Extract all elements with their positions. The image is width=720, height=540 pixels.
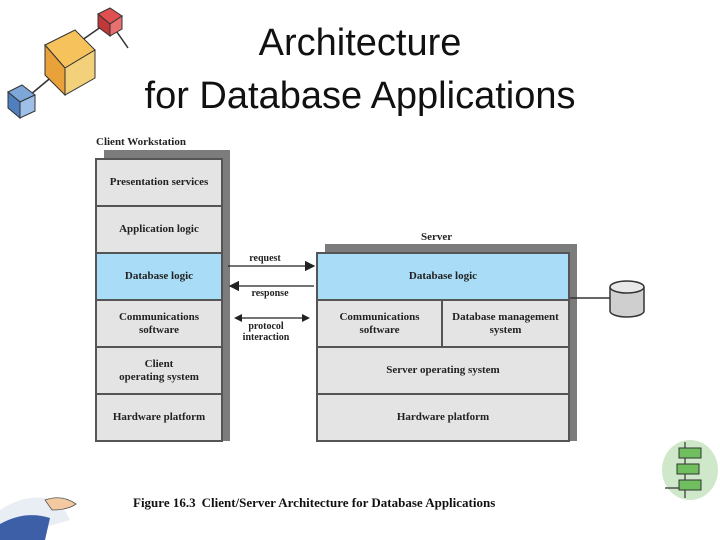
server-dbms: Database management system [443, 301, 568, 348]
client-stack-shadow [221, 150, 230, 441]
server-hardware-platform: Hardware platform [396, 411, 490, 424]
request-label: request [249, 253, 281, 264]
figure-caption-text: Client/Server Architecture for Database … [201, 495, 496, 510]
server-stack-top-shadow [325, 244, 577, 252]
database-cylinder-icon [570, 280, 645, 318]
slide-title-line1: Architecture [258, 22, 462, 64]
client-presentation-services: Presentation services [97, 160, 221, 207]
client-communications-software: Communications software [97, 301, 221, 348]
client-workstation-label: Client Workstation [96, 136, 186, 148]
response-label: response [251, 288, 289, 299]
figure-caption: Figure 16.3 Client/Server Architecture fo… [133, 495, 501, 511]
protocol-interaction-label: protocol interaction [242, 321, 290, 343]
server-operating-system: Server operating system [318, 348, 568, 395]
client-stack: Presentation services Application logic … [95, 158, 223, 442]
client-application-logic: Application logic [97, 207, 221, 254]
client-stack-top-shadow [104, 150, 230, 158]
client-hardware-platform: Hardware platform [112, 411, 206, 424]
figure-number: Figure 16.3 [133, 495, 196, 510]
communication-arrows [228, 260, 316, 322]
flowchart-clipart-icon [662, 440, 718, 500]
client-database-logic: Database logic [97, 254, 221, 301]
client-operating-system: Client operating system [97, 348, 221, 395]
slide-title-line2: for Database Applications [144, 75, 576, 117]
cubes-clipart-icon [7, 7, 129, 120]
server-database-logic: Database logic [318, 254, 568, 301]
server-stack-shadow [568, 244, 577, 441]
server-label: Server [421, 231, 453, 243]
person-clipart-icon [0, 497, 77, 540]
server-communications-software: Communications software [318, 301, 443, 348]
server-stack: Database logic Communications software D… [316, 252, 570, 442]
